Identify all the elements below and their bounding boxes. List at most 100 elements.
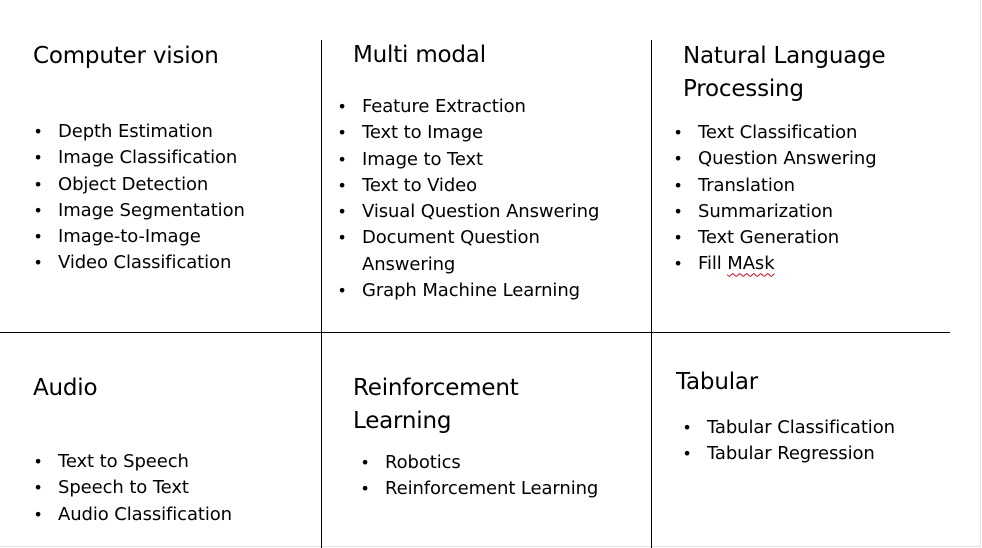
list-item: • Image Classification (33, 145, 245, 171)
list-item-label: Document Question Answering (362, 227, 540, 275)
list-item: • Visual Question Answering (337, 199, 599, 225)
bullet-icon: • (337, 97, 347, 116)
bullet-icon: • (33, 200, 43, 220)
list-item: • Audio Classification (33, 502, 232, 528)
list-item: • Text to Image (337, 120, 599, 146)
list-item-label: Translation (698, 174, 795, 196)
bullet-icon: • (33, 478, 43, 498)
list-item: • Text to Speech (33, 449, 232, 475)
cell-title: Tabular (676, 369, 759, 395)
task-list: • Feature Extraction • Text to Image • Imag… (337, 94, 599, 304)
list-item-label-prefix: Fill (698, 253, 728, 275)
bullet-icon: • (33, 122, 43, 141)
list-item: • Translation (673, 173, 903, 199)
list-item: • Tabular Classification (682, 415, 895, 441)
list-item-label: Text Generation (698, 227, 840, 249)
list-item-label: Visual Question Answering (362, 201, 600, 223)
bullet-icon: • (337, 281, 347, 301)
bullet-icon: • (360, 479, 370, 499)
cell-audio: Audio • Text to Speech • Speech to Text • A… (33, 372, 232, 528)
list-item-label: Image-to-Image (58, 226, 201, 248)
list-item: • Object Detection (33, 172, 245, 198)
bullet-icon: • (33, 452, 43, 471)
list-item: • Question Answering (673, 146, 903, 172)
bullet-icon: • (337, 149, 347, 169)
list-item: • Fill MAsk (673, 251, 903, 277)
list-item-label: Summarization (698, 200, 833, 222)
cell-natural-language-processing: Natural Language Processing • Text Classi… (673, 40, 903, 278)
list-item: • Speech to Text (33, 475, 232, 501)
list-item: • Image to Text (337, 147, 599, 173)
cell-computer-vision: Computer vision • Depth Estimation • Image… (33, 40, 245, 277)
list-item: • Summarization (673, 199, 903, 225)
bullet-icon: • (673, 201, 683, 221)
cell-multi-modal: Multi modal • Feature Extraction • Text to… (337, 39, 599, 304)
bullet-icon: • (33, 174, 43, 194)
list-item: • Text Generation (673, 225, 903, 251)
cell-title: Natural Language Processing (683, 43, 886, 102)
list-item: • Video Classification (33, 250, 245, 276)
list-item-label: Object Detection (58, 173, 209, 195)
list-item-label: Speech to Text (58, 477, 189, 499)
bullet-icon: • (33, 148, 43, 168)
bullet-icon: • (337, 228, 347, 248)
task-list: • Text Classification • Question Answering… (673, 120, 903, 278)
bullet-icon: • (337, 175, 347, 195)
list-item-label: Depth Estimation (58, 121, 213, 142)
list-item-label: Graph Machine Learning (362, 280, 580, 302)
bullet-icon: • (673, 254, 683, 274)
list-item-label: Text to Speech (58, 451, 189, 472)
list-item-label: Feature Extraction (362, 96, 526, 117)
cell-title: Multi modal (353, 42, 486, 68)
list-item: • Image Segmentation (33, 198, 245, 224)
list-item-label: Video Classification (58, 252, 232, 274)
bullet-icon: • (673, 175, 683, 195)
list-item: • Tabular Regression (682, 441, 895, 467)
task-list: •Depth Estimation •Image Classification … (33, 119, 245, 277)
cell-tabular: Tabular • Tabular Classification • Tabular… (676, 366, 895, 468)
cell-title: Reinforcement Learning (353, 375, 519, 434)
list-item-label: Text Classification (698, 122, 858, 143)
bullet-icon: • (673, 123, 683, 142)
list-item: • Feature Extraction (337, 94, 599, 120)
list-item-label: Text to Image (362, 122, 483, 144)
list-item: • Document Question Answering (337, 225, 552, 278)
bullet-icon: • (33, 227, 43, 247)
bullet-icon: • (360, 453, 370, 472)
list-item-label: Reinforcement Learning (385, 478, 599, 500)
list-item: • Robotics (360, 450, 598, 476)
bullet-icon: • (33, 504, 43, 524)
bullet-icon: • (673, 228, 683, 248)
cell-title: Computer vision (33, 43, 219, 69)
task-list: • Tabular Classification • Tabular Regress… (676, 415, 895, 468)
list-item: • Graph Machine Learning (337, 278, 599, 304)
list-item-label: Text to Video (362, 174, 478, 196)
list-item-label: Audio Classification (58, 503, 232, 525)
bullet-icon: • (33, 253, 43, 273)
cell-title: Audio (33, 375, 98, 401)
list-item-label: Robotics (385, 452, 461, 473)
list-item-label: Tabular Regression (707, 443, 875, 465)
cell-reinforcement-learning: Reinforcement Learning • Robotics • Reinfo… (353, 372, 598, 503)
list-item: • Text Classification (673, 120, 903, 146)
list-item-label: Image to Text (362, 148, 483, 170)
list-item: • Text to Video (337, 173, 599, 199)
list-item-label: Image Segmentation (58, 199, 245, 221)
bullet-icon: • (682, 418, 692, 437)
list-item-label: Tabular Classification (707, 417, 895, 438)
grid-divider-vertical-left (321, 40, 322, 548)
bullet-icon: • (673, 149, 683, 169)
spellcheck-flagged-word: MAsk (727, 253, 775, 275)
task-list: • Robotics • Reinforcement Learning (353, 450, 598, 503)
bullet-icon: • (682, 444, 692, 464)
bullet-icon: • (337, 202, 347, 222)
task-list: • Text to Speech • Speech to Text • Audio C… (33, 449, 232, 528)
list-item: • Reinforcement Learning (360, 476, 598, 502)
list-item: • Image-to-Image (33, 224, 245, 250)
grid-divider-horizontal (0, 332, 950, 333)
list-item-label: Question Answering (698, 148, 877, 170)
list-item: • Depth Estimation (33, 119, 245, 145)
list-item-label: Image Classification (58, 147, 238, 169)
bullet-icon: • (337, 123, 347, 143)
